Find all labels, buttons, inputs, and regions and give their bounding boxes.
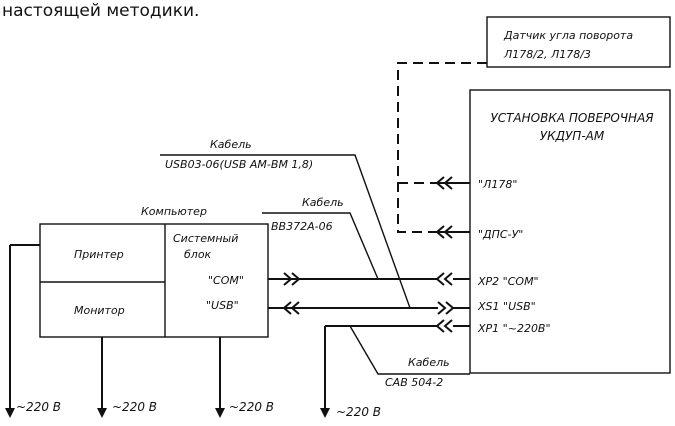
sensor-title: Датчик угла поворота	[503, 29, 633, 42]
power-label-3: ~220 В	[229, 400, 274, 414]
cable3-name: САВ 504-2	[385, 376, 443, 389]
port-l178-label: "Л178"	[478, 178, 517, 191]
computer-usb-port: "USB"	[206, 299, 239, 312]
sensor-models: Л178/2, Л178/3	[503, 48, 591, 61]
printer-label: Принтер	[74, 248, 124, 261]
cable-lines	[160, 154, 470, 415]
computer-block: Компьютер Принтер Монитор Системный блок…	[39, 205, 269, 338]
port-xp1-label: ХР1 "~220В"	[477, 322, 551, 335]
computer-com-port: "СОМ"	[208, 274, 244, 287]
sensor-box: Датчик угла поворота Л178/2, Л178/3	[486, 16, 671, 68]
computer-label: Компьютер	[141, 205, 207, 218]
system-block-label-2: блок	[184, 248, 212, 261]
power-lines	[5, 244, 330, 418]
verification-unit-box: УСТАНОВКА ПОВЕРОЧНАЯ УКДУП-АМ "Л178" "ДП…	[469, 89, 671, 374]
power-label-2: ~220 В	[112, 400, 157, 414]
port-xs1-label: XS1 "USB"	[477, 300, 536, 313]
cable1-label: Кабель	[210, 138, 252, 151]
computer-connector-chevrons	[268, 272, 301, 315]
cable3-label: Кабель	[408, 356, 450, 369]
unit-title: УСТАНОВКА ПОВЕРОЧНАЯ	[490, 111, 654, 125]
cable1-name: USB03-06(USB AM-BM 1,8)	[165, 158, 313, 171]
port-dps-label: "ДПС-У"	[478, 228, 523, 241]
heading-text: настоящей методики.	[2, 1, 199, 21]
power-label-4: ~220 В	[336, 405, 381, 419]
monitor-label: Монитор	[74, 304, 125, 317]
cable2-label: Кабель	[302, 196, 344, 209]
unit-model: УКДУП-АМ	[540, 129, 605, 143]
power-label-1: ~220 В	[16, 400, 61, 414]
system-block-label-1: Системный	[173, 232, 238, 245]
cable2-name: ВВ372А-06	[271, 220, 333, 233]
port-xp2-label: ХР2 "СОМ"	[477, 275, 539, 288]
sensor-dashed-link	[397, 62, 487, 233]
